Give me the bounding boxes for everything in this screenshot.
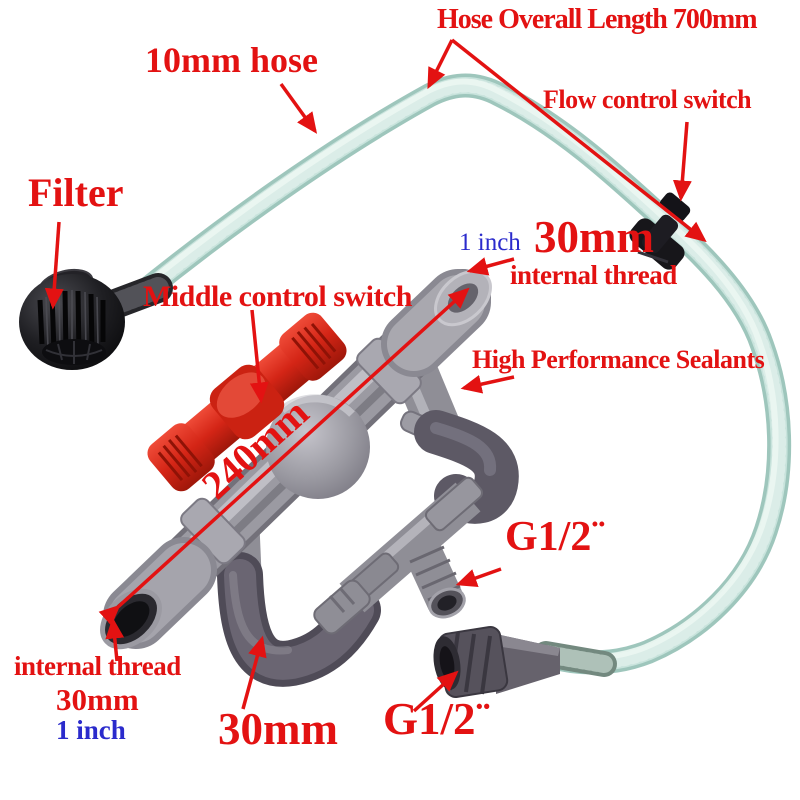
arrow-10mm-hose [279, 82, 318, 134]
suction-hose [128, 73, 792, 675]
label-30mm-elbow: 30mm [218, 704, 338, 754]
arrow-g12-fitting [412, 670, 459, 713]
label-30mm-top: 30mm [534, 212, 654, 262]
label-g12-hose-fitting: G1/2¨ [383, 694, 491, 744]
arrow-hose-length-left [427, 39, 454, 90]
label-internal-thread-top: internal thread [510, 260, 677, 290]
annotation-arrows [44, 38, 707, 713]
flow-control-switch [629, 192, 691, 270]
arrow-middle-control [249, 309, 269, 404]
venturi-injector [313, 476, 484, 635]
label-internal-thread-bottom: internal thread [14, 651, 181, 681]
arrow-internal-thread-bottom [105, 617, 125, 662]
arrow-g12-port [455, 567, 502, 588]
arrow-sealants [460, 375, 515, 394]
label-high-performance-sealants: High Performance Sealants [472, 345, 765, 374]
label-middle-control-switch: Middle control switch [143, 280, 412, 313]
label-30mm-bottom: 30mm [56, 682, 139, 717]
label-filter: Filter [28, 170, 124, 215]
label-10mm-hose: 10mm hose [145, 40, 318, 80]
arrow-filter [44, 221, 64, 310]
arrow-1inch-top [466, 257, 515, 276]
label-g12-port: G1/2¨ [505, 514, 606, 560]
label-hose-overall-length: Hose Overall Length 700mm [437, 4, 758, 35]
arrow-flow-control [672, 121, 692, 202]
filter-strainer [19, 268, 125, 370]
label-1-inch-bottom: 1 inch [56, 715, 126, 745]
arrow-hose-length-right [450, 38, 707, 243]
hose-cone-fitting [433, 625, 617, 699]
dimension-line-240mm [98, 287, 470, 626]
arrow-30mm-elbow [241, 635, 267, 710]
label-flow-control-switch: Flow control switch [543, 85, 752, 114]
label-1-inch-top: 1 inch [459, 229, 521, 256]
